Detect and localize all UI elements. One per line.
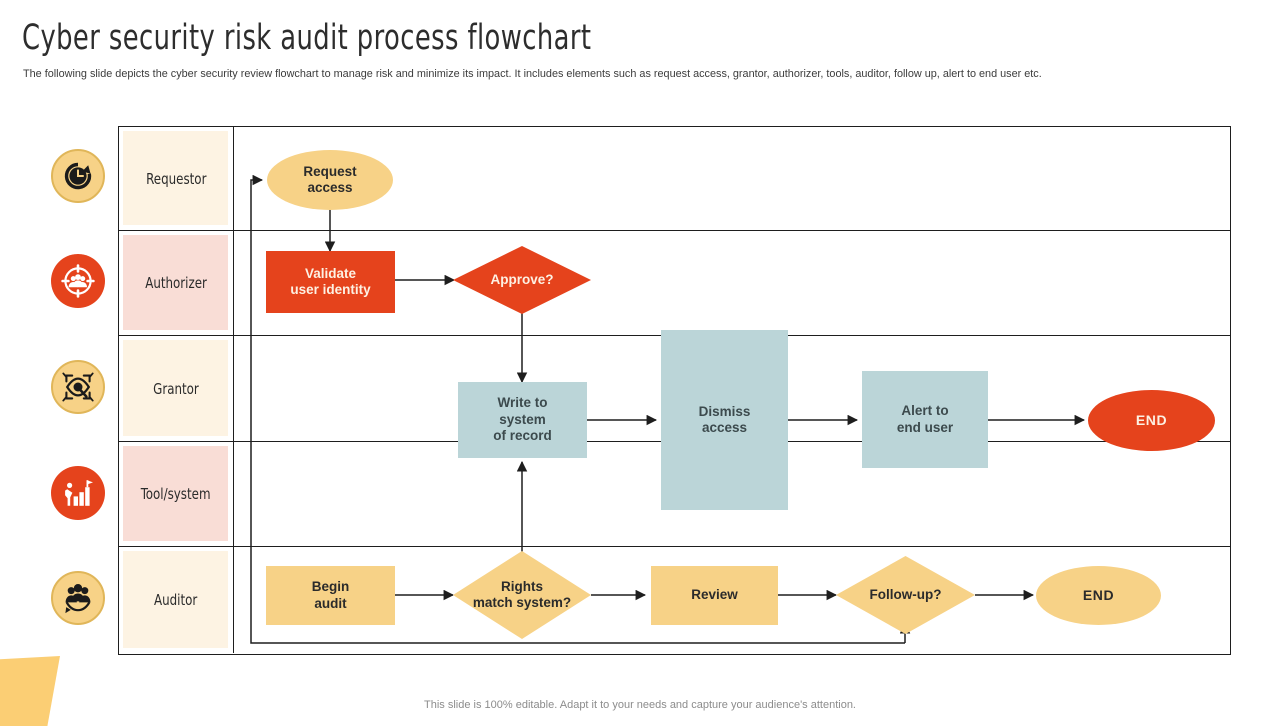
lane-label-text: Authorizer — [145, 274, 207, 292]
page-subtitle: The following slide depicts the cyber se… — [23, 68, 1042, 80]
lane-label-authorizer: Authorizer — [119, 231, 234, 335]
lane-label-text: Tool/system — [141, 485, 211, 503]
node-label: Alert to end user — [896, 403, 954, 435]
node-label: Follow-up? — [869, 586, 942, 602]
lane-fill — [123, 551, 228, 648]
node-label: Validate user identity — [290, 265, 371, 297]
node-rights-match-decision[interactable]: Rights match system? — [453, 551, 591, 639]
node-label: Write to system of record — [493, 395, 552, 444]
node-review[interactable]: Review — [651, 566, 778, 625]
node-request-access[interactable]: Request access — [267, 150, 393, 210]
node-write-to-system-of-record[interactable]: Write to system of record — [458, 382, 587, 458]
node-validate-user-identity[interactable]: Validate user identity — [266, 251, 395, 313]
node-dismiss-access[interactable]: Dismiss access — [661, 330, 788, 510]
node-label: END — [1135, 411, 1168, 428]
lane-label-tool-system: Tool/system — [119, 442, 234, 546]
node-end-grantor[interactable]: END — [1088, 390, 1215, 451]
lane-label-text: Requestor — [145, 169, 207, 188]
lane-row-tool-system: Tool/system — [119, 442, 1230, 547]
node-label: Review — [691, 587, 738, 603]
node-label: END — [1082, 586, 1115, 603]
node-end-auditor[interactable]: END — [1036, 566, 1161, 625]
footer-note: This slide is 100% editable. Adapt it to… — [424, 699, 856, 711]
lane-label-text: Grantor — [153, 379, 199, 398]
lane-label-auditor: Auditor — [119, 547, 234, 653]
eye-magnifier-icon — [51, 360, 105, 414]
lane-fill — [123, 340, 228, 436]
node-approve-decision[interactable]: Approve? — [453, 246, 591, 314]
lane-label-text: Auditor — [154, 591, 198, 609]
people-group-icon — [51, 571, 105, 625]
node-label: Dismiss access — [698, 403, 751, 435]
node-alert-to-end-user[interactable]: Alert to end user — [862, 371, 988, 468]
node-follow-up-decision[interactable]: Follow-up? — [836, 556, 975, 634]
bar-chart-flag-icon — [51, 466, 105, 520]
node-begin-audit[interactable]: Begin audit — [266, 566, 395, 625]
lane-row-auditor: Auditor — [119, 547, 1230, 653]
lane-label-requestor: Requestor — [119, 127, 234, 230]
lane-fill — [123, 446, 228, 541]
node-label: Begin audit — [311, 579, 350, 611]
lane-fill — [123, 235, 228, 330]
node-label: Rights match system? — [472, 578, 572, 610]
corner-decoration — [0, 656, 60, 726]
node-label: Approve? — [490, 271, 554, 287]
clock-refresh-icon — [51, 149, 105, 203]
people-target-icon — [51, 254, 105, 308]
swimlane-table: Requestor Authorizer Grantor Tool/system… — [118, 126, 1231, 655]
lane-fill — [123, 131, 228, 225]
node-label: Request access — [303, 163, 357, 195]
lane-label-grantor: Grantor — [119, 336, 234, 441]
page-title: Cyber security risk audit process flowch… — [22, 18, 592, 58]
